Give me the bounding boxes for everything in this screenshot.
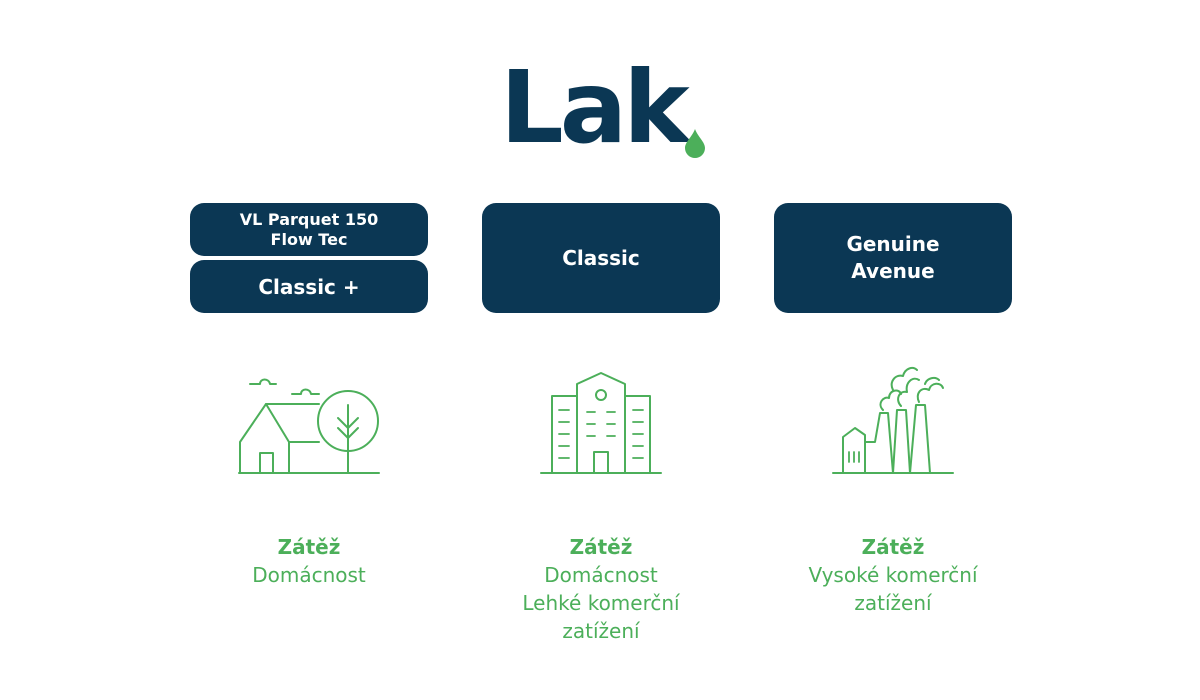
product-column-1: VL Parquet 150 Flow Tec Classic + — [190, 203, 428, 313]
office-building-icon — [540, 372, 662, 474]
caption-title: Zátěž — [861, 535, 925, 559]
vl-parquet-flow-tec-button[interactable]: VL Parquet 150 Flow Tec — [190, 203, 428, 256]
product-column-3: Genuine Avenue — [774, 203, 1012, 313]
brand-logo: Lak — [500, 48, 730, 168]
load-caption-3: Zátěž Vysoké komerční zatížení — [763, 533, 1023, 617]
button-label-line2: Avenue — [851, 259, 935, 283]
caption-line: zatížení — [854, 591, 932, 615]
house-with-tree-icon — [238, 378, 380, 474]
caption-line: Domácnost — [544, 563, 658, 587]
caption-line: Vysoké komerční — [808, 563, 978, 587]
logo-text: Lak — [500, 49, 690, 166]
caption-title: Zátěž — [277, 535, 341, 559]
classic-button[interactable]: Classic — [482, 203, 720, 313]
classic-plus-button[interactable]: Classic + — [190, 260, 428, 313]
button-label-line1: Genuine — [846, 232, 940, 256]
factory-icon — [832, 367, 954, 474]
load-caption-2: Zátěž Domácnost Lehké komerční zatížení — [471, 533, 731, 645]
caption-line: Lehké komerční — [522, 591, 680, 615]
caption-title: Zátěž — [569, 535, 633, 559]
button-label-line1: VL Parquet 150 — [239, 209, 379, 229]
caption-line: Domácnost — [252, 563, 366, 587]
product-column-2: Classic — [482, 203, 720, 313]
genuine-avenue-button[interactable]: Genuine Avenue — [774, 203, 1012, 313]
caption-line: zatížení — [562, 619, 640, 643]
load-caption-1: Zátěž Domácnost — [179, 533, 439, 589]
drop-icon — [685, 129, 705, 158]
button-label-line2: Flow Tec — [270, 229, 348, 249]
button-label: Classic — [562, 245, 640, 270]
button-label: Classic + — [258, 274, 360, 299]
